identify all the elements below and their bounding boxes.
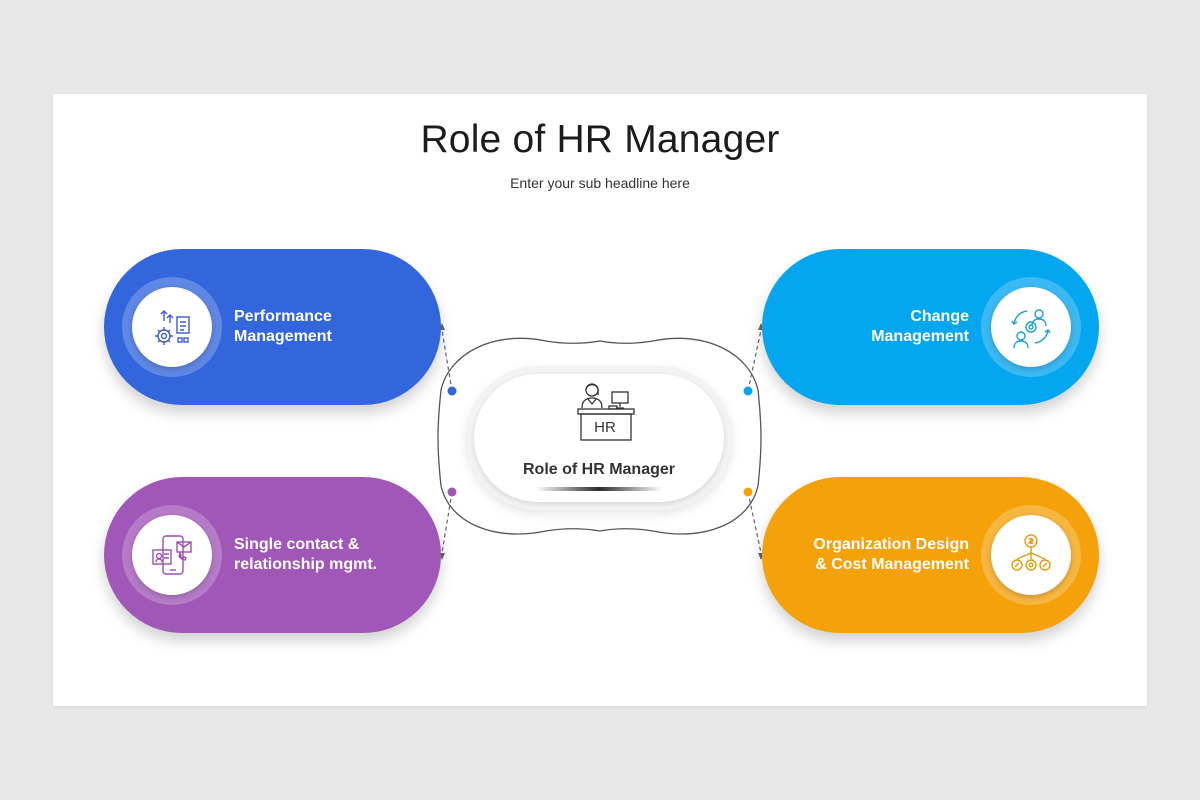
desk-text: HR xyxy=(594,419,616,436)
performance-gear-chart-icon xyxy=(132,287,212,367)
node-label-line2: & Cost Management xyxy=(815,556,969,573)
center-loop-line-right xyxy=(599,337,762,535)
node-label-line2: Management xyxy=(871,328,969,345)
dashed-connector-top-right xyxy=(747,329,762,392)
slide: Role of HR Manager Enter your sub headli… xyxy=(53,94,1147,706)
connector-lines xyxy=(437,323,764,560)
node-label-line2: relationship mgmt. xyxy=(234,556,378,573)
organization-cost-hierarchy-icon xyxy=(991,515,1071,595)
page-subtitle: Enter your sub headline here xyxy=(510,175,690,191)
node-single-contact: Single contact & relationship mgmt. xyxy=(104,477,441,633)
node-label-line1: Change xyxy=(910,308,969,325)
center-loop-line xyxy=(437,337,601,535)
change-cycle-people-icon xyxy=(991,287,1071,367)
dashed-connector-bottom-left xyxy=(441,491,453,554)
dashed-connector-bottom-right xyxy=(747,491,762,554)
dot-bottom-right xyxy=(743,487,753,497)
node-change-management: Change Management xyxy=(762,249,1099,405)
center-label: Role of HR Manager xyxy=(522,461,675,478)
center-node: HR Role of HR Manager xyxy=(466,366,732,510)
node-label-line1: Single contact & xyxy=(234,536,360,553)
hr-manager-desk-icon: HR xyxy=(574,380,636,447)
node-label-line2: Management xyxy=(234,328,332,345)
dashed-connector-top-left xyxy=(441,329,453,392)
center-underline xyxy=(536,487,662,491)
phone-contact-card-icon xyxy=(132,515,212,595)
node-label-line1: Organization Design xyxy=(813,536,969,553)
node-organization-design: Organization Design & Cost Management xyxy=(762,477,1099,633)
dot-bottom-left xyxy=(447,487,457,497)
node-label-line1: Performance xyxy=(234,308,332,325)
dot-top-left xyxy=(447,386,457,396)
dot-top-right xyxy=(743,386,753,396)
node-performance-management: Performance Management xyxy=(104,249,441,405)
page-title: Role of HR Manager xyxy=(420,118,780,161)
